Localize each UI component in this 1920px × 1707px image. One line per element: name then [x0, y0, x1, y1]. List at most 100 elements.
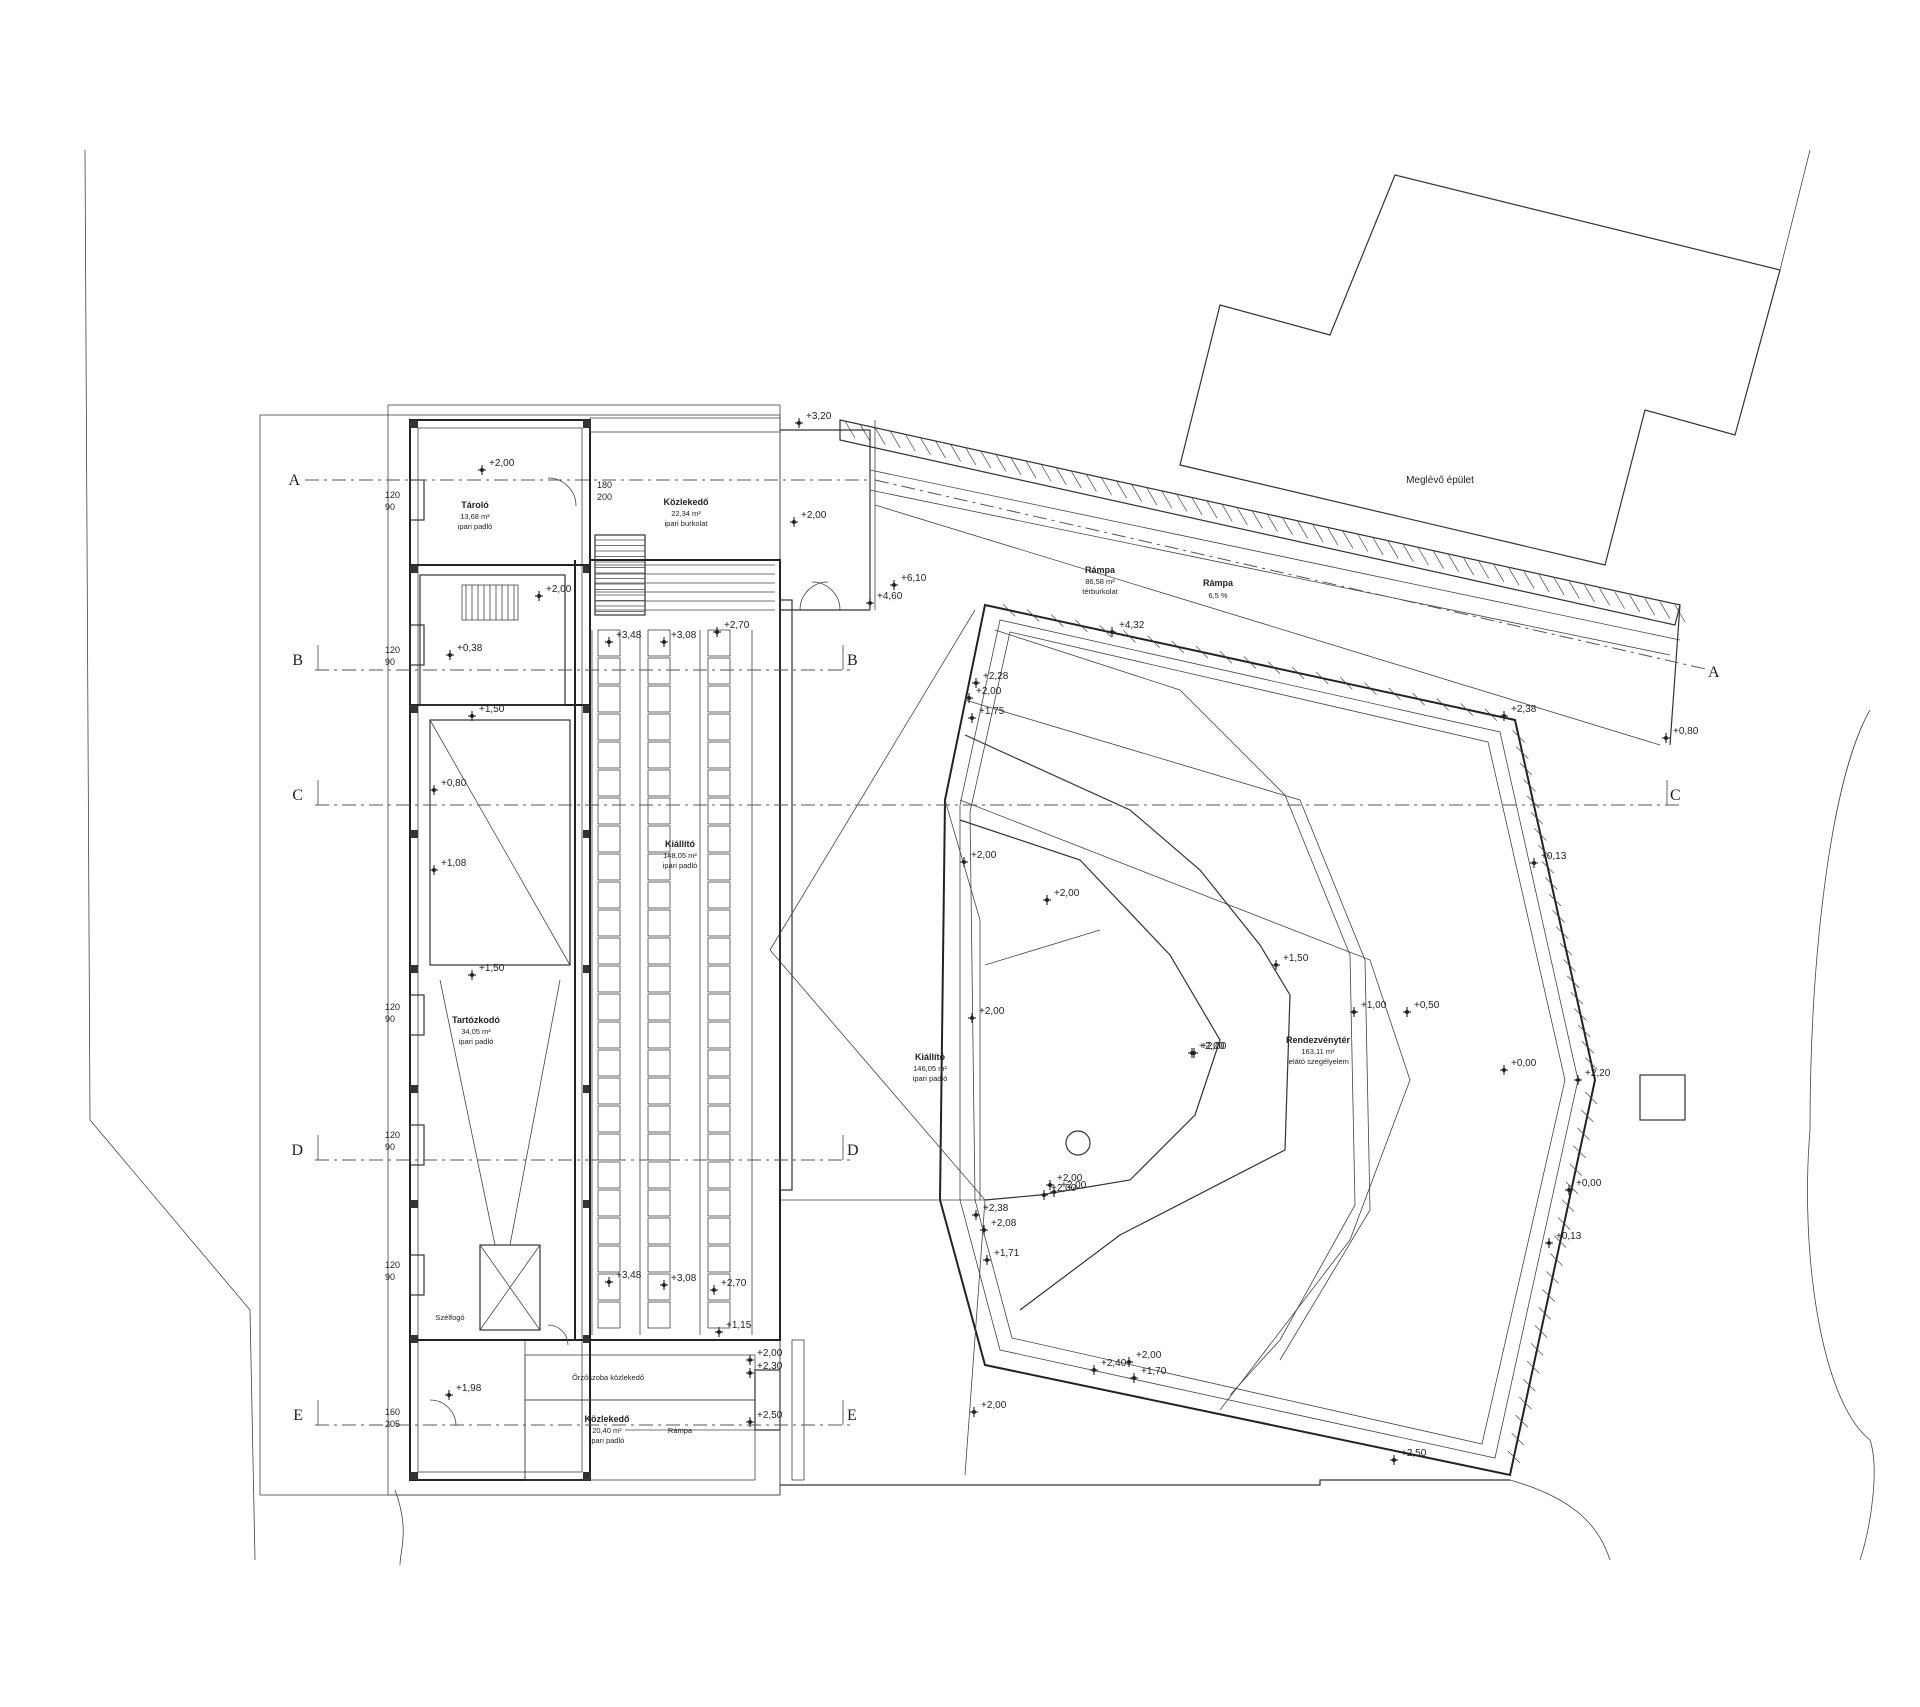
amphitheatre-wall-hatch — [1002, 603, 1598, 1464]
hatch-tick — [1460, 703, 1474, 716]
ramp-floor: térburkolat — [1082, 587, 1118, 596]
hatch-tick — [1523, 779, 1536, 792]
level-marker: +1,98 — [445, 1383, 482, 1400]
level-dot — [1567, 1188, 1571, 1192]
level-marker: +0,00 — [1565, 1178, 1602, 1195]
hatch-line — [1584, 584, 1595, 603]
bleacher-block — [647, 1049, 671, 1077]
bleacher-block — [597, 965, 621, 993]
level-marker: +2,00 — [746, 1348, 783, 1365]
hatch-line — [1463, 557, 1475, 576]
site-boundary — [84, 149, 1875, 1566]
bleacher-block — [707, 1021, 731, 1049]
bleacher-block — [597, 685, 621, 713]
hatch-line — [1040, 464, 1052, 482]
bleacher-block — [647, 1189, 671, 1217]
level-value: +3,48 — [616, 630, 642, 641]
level-dot — [1392, 1458, 1396, 1462]
bleacher-block — [647, 881, 671, 909]
room-entry-top: Közlekedő 22,34 m² ipari burkolat — [663, 497, 709, 528]
hatch-tick — [1585, 1057, 1598, 1070]
hatch-tick — [1484, 708, 1498, 722]
bleacher-block — [707, 685, 731, 713]
bleacher-block — [597, 1301, 621, 1329]
main-stair — [594, 534, 775, 616]
hatch-line — [1161, 491, 1173, 509]
level-marker: +2,08 — [980, 1218, 1017, 1235]
hatch-tick — [1573, 1145, 1586, 1159]
level-value: +2,50 — [757, 1410, 783, 1421]
wall-column — [410, 1085, 418, 1093]
room-store-floor: ipari padló — [458, 522, 493, 531]
level-dot — [797, 421, 801, 425]
dim-6a: 160 — [385, 1407, 400, 1417]
bleacher-block — [707, 769, 731, 797]
hatch-line — [1614, 591, 1625, 609]
level-marker: +1,08 — [430, 858, 467, 875]
ramp-area: 86,58 m² — [1085, 577, 1115, 586]
room-store-name: Tároló — [461, 500, 489, 510]
level-marker: +3,20 — [795, 411, 832, 428]
room-hall-floor: ipari padló — [663, 861, 698, 870]
hatch-tick — [1515, 1414, 1528, 1428]
level-dot — [1048, 1183, 1052, 1187]
room-amph: Kiállító 146,05 m² ipari padló — [913, 1052, 948, 1083]
level-dot — [715, 630, 719, 634]
hatch-tick — [1542, 1289, 1555, 1302]
level-dot — [1052, 1190, 1056, 1194]
hatch-tick — [1340, 677, 1353, 690]
hatch-line — [1508, 568, 1520, 586]
hatch-tick — [1002, 603, 1016, 617]
level-dot — [748, 1420, 752, 1424]
room-labels: Tároló 13,68 m² ipari padló Közlekedő 22… — [435, 497, 1350, 1445]
level-value: +2,00 — [546, 584, 572, 595]
bleacher-block — [647, 1133, 671, 1161]
ramp-slope-title: Rámpa — [1203, 578, 1234, 588]
bleacher-block — [707, 1161, 731, 1189]
room-store-area: 13,68 m² — [460, 512, 490, 521]
hatch-tick — [1541, 861, 1554, 874]
room-stadium: Rendezvénytér 163,11 m² lelátó szegélyel… — [1286, 1035, 1351, 1066]
hatch-tick — [1291, 666, 1305, 680]
axis-a-right: A — [1708, 664, 1720, 681]
level-value: +1,15 — [726, 1320, 752, 1331]
level-marker: +0,80 — [430, 778, 467, 795]
hatch-line — [1010, 457, 1022, 475]
level-dot — [985, 1258, 989, 1262]
room-amph-name: Kiállító — [915, 1052, 946, 1062]
hatch-tick — [1364, 682, 1377, 695]
bleacher-block — [597, 629, 621, 657]
level-dot — [974, 1213, 978, 1217]
room-hall-area: 148,05 m² — [663, 851, 697, 860]
level-dot — [1045, 898, 1049, 902]
hatch-line — [1342, 531, 1354, 549]
bleacher-block — [597, 657, 621, 685]
bleacher-block — [597, 741, 621, 769]
hatch-tick — [1519, 1396, 1532, 1410]
level-dot — [662, 1283, 666, 1287]
level-value: +2,00 — [489, 458, 515, 469]
level-value: +6,10 — [901, 573, 927, 584]
level-value: +1,70 — [1141, 1366, 1167, 1377]
hatch-line — [1282, 517, 1293, 536]
wall-columns — [410, 420, 591, 1480]
wall-column — [583, 1472, 591, 1480]
hatch-tick — [1552, 910, 1565, 923]
bleacher-block — [647, 1161, 671, 1189]
small-stair — [461, 584, 519, 621]
level-value: +2,20 — [1585, 1068, 1611, 1079]
axis-c-left: C — [292, 787, 303, 804]
bleacher-block — [597, 1189, 621, 1217]
hatch-tick — [1219, 651, 1233, 664]
bleacher-block — [707, 629, 731, 657]
bleacher-block — [647, 825, 671, 853]
bleacher-block — [707, 881, 731, 909]
level-value: +2,38 — [1511, 704, 1537, 715]
level-dot — [432, 788, 436, 792]
hatch-line — [1176, 494, 1188, 512]
existing-building: Meglévő épület — [1179, 174, 1781, 566]
hatch-line — [965, 447, 977, 465]
hatch-line — [1478, 561, 1490, 579]
dim-5a: 120 — [385, 645, 400, 655]
room-stadium-area: 163,11 m² — [1301, 1047, 1335, 1056]
